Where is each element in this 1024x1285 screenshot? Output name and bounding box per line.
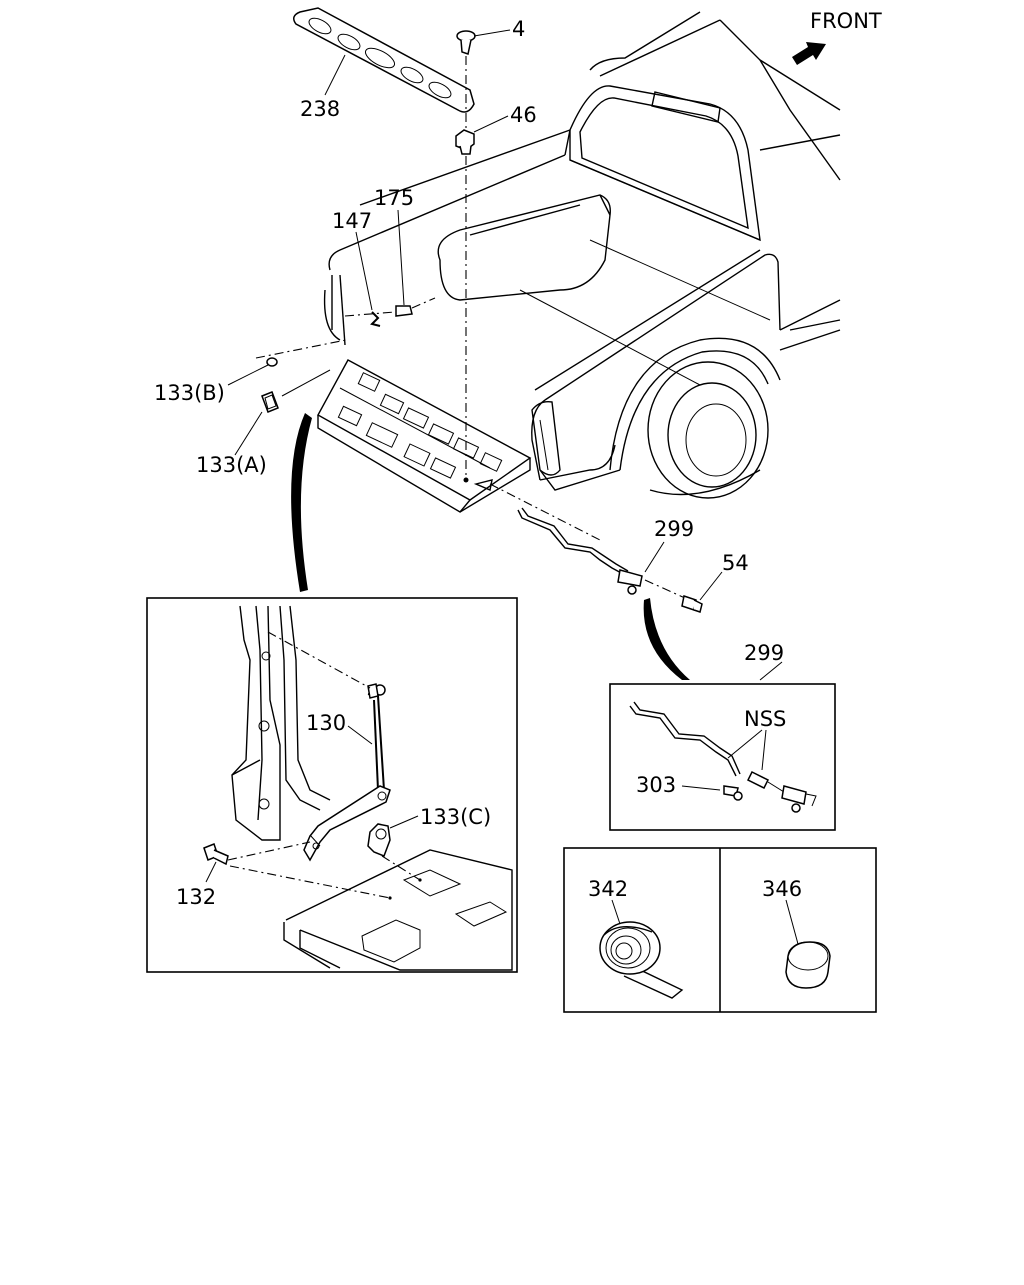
part-147-striker (370, 311, 381, 327)
label-132: 132 (176, 885, 216, 909)
part-342-tape-roll (599, 921, 684, 999)
label-147: 147 (332, 209, 372, 233)
label-346: 346 (762, 877, 802, 901)
label-133c: 133(C) (420, 805, 491, 829)
truck-body (323, 11, 841, 499)
label-175: 175 (374, 186, 414, 210)
part-346-pad (785, 941, 831, 989)
label-nss: NSS (744, 707, 786, 731)
detail-box-tailgate-cable: 130 133(C) 132 (146, 597, 518, 973)
supplies-box: 342 346 (563, 847, 877, 1013)
label-342: 342 (588, 877, 628, 901)
part-175-bolt (395, 305, 413, 317)
front-arrow-icon (792, 42, 826, 65)
detail-pointer-right (643, 598, 690, 680)
part-238-gasket (293, 7, 475, 113)
label-46: 46 (510, 103, 537, 127)
part-133a-pad (261, 391, 279, 413)
label-4: 4 (512, 17, 525, 41)
detail-pointer-left (291, 413, 312, 592)
tailgate-panel-holes (337, 372, 503, 479)
front-indicator: FRONT (792, 9, 882, 65)
label-133a: 133(A) (196, 453, 267, 477)
label-130: 130 (306, 711, 346, 735)
part-133b-plug (266, 357, 278, 367)
label-54: 54 (722, 551, 749, 575)
front-label: FRONT (810, 9, 882, 33)
part-46-nut (455, 129, 475, 155)
detail-box-299: 299 NSS 303 (609, 641, 836, 831)
part-4-clip (456, 30, 476, 55)
part-54-bolt (681, 595, 703, 613)
part-299-cable (517, 507, 643, 595)
label-133b: 133(B) (154, 381, 225, 405)
label-303: 303 (636, 773, 676, 797)
label-299-detail: 299 (744, 641, 784, 665)
label-238: 238 (300, 97, 340, 121)
tailgate (317, 359, 532, 513)
label-299: 299 (654, 517, 694, 541)
